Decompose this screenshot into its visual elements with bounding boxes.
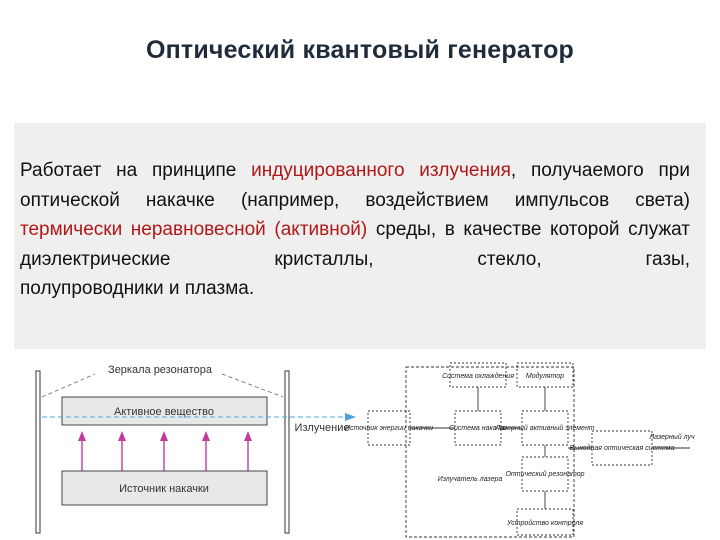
- mirror-pointer-left: [41, 373, 96, 398]
- mirror-pointer-right: [221, 373, 284, 398]
- highlight-induced-emission: индуцированного излучения: [251, 160, 511, 181]
- laser-outline: [405, 366, 575, 538]
- pump-system-label: Система накачки: [449, 425, 507, 432]
- emitter-label: Излучатель лазера: [438, 476, 503, 483]
- block-diagram: [367, 362, 690, 538]
- resonator-diagram: Зеркала резонатора Активное вещество Изл…: [35, 364, 356, 534]
- pump-source-box: [61, 470, 268, 506]
- beam-arrowhead: [345, 413, 356, 421]
- laser-element-label: Лазерный активный элемент: [494, 424, 594, 432]
- page-title: Оптический квантовый генератор: [145, 36, 575, 64]
- energy-source-label: Источник энергии накачки: [345, 425, 433, 432]
- cooling-label: Система охлаждения: [442, 372, 514, 380]
- block-labels: Система охлаждения Модулятор Источник эн…: [345, 372, 695, 527]
- pump-arrows: [81, 439, 249, 471]
- energy-source-block: [367, 410, 411, 446]
- text-part-4: полупроводники и плазма.: [20, 278, 255, 299]
- left-mirror: [35, 370, 41, 534]
- active-medium-box: [61, 396, 268, 426]
- laser-beam-label: Лазерный луч: [648, 433, 695, 441]
- laser-diagrams: Зеркала резонатора Активное вещество Изл…: [35, 362, 695, 538]
- mirrors-label: Зеркала резонатора: [108, 364, 213, 376]
- output-optics-label: Выходная оптическая система: [570, 444, 675, 452]
- description-paragraph: Работает на принципе индуцированного изл…: [20, 156, 690, 304]
- text-part-3: среды, в качестве которой служат диэлект…: [20, 219, 691, 270]
- control-label: Устройство контроля: [506, 519, 583, 527]
- modulator-label: Модулятор: [526, 372, 564, 380]
- text-part-1: Работает на принципе: [20, 160, 252, 181]
- pump-source-label: Источник накачки: [119, 483, 209, 495]
- right-mirror: [284, 370, 290, 534]
- text-panel: [14, 123, 706, 349]
- text-part-2: , получаемого при оптической накачке (на…: [20, 160, 690, 211]
- optical-resonator-label: Оптический резонатор: [505, 470, 584, 478]
- emission-label: Излучение: [295, 422, 350, 434]
- highlight-active-medium: термически неравновесной (активной): [20, 219, 368, 240]
- active-medium-label: Активное вещество: [114, 406, 214, 418]
